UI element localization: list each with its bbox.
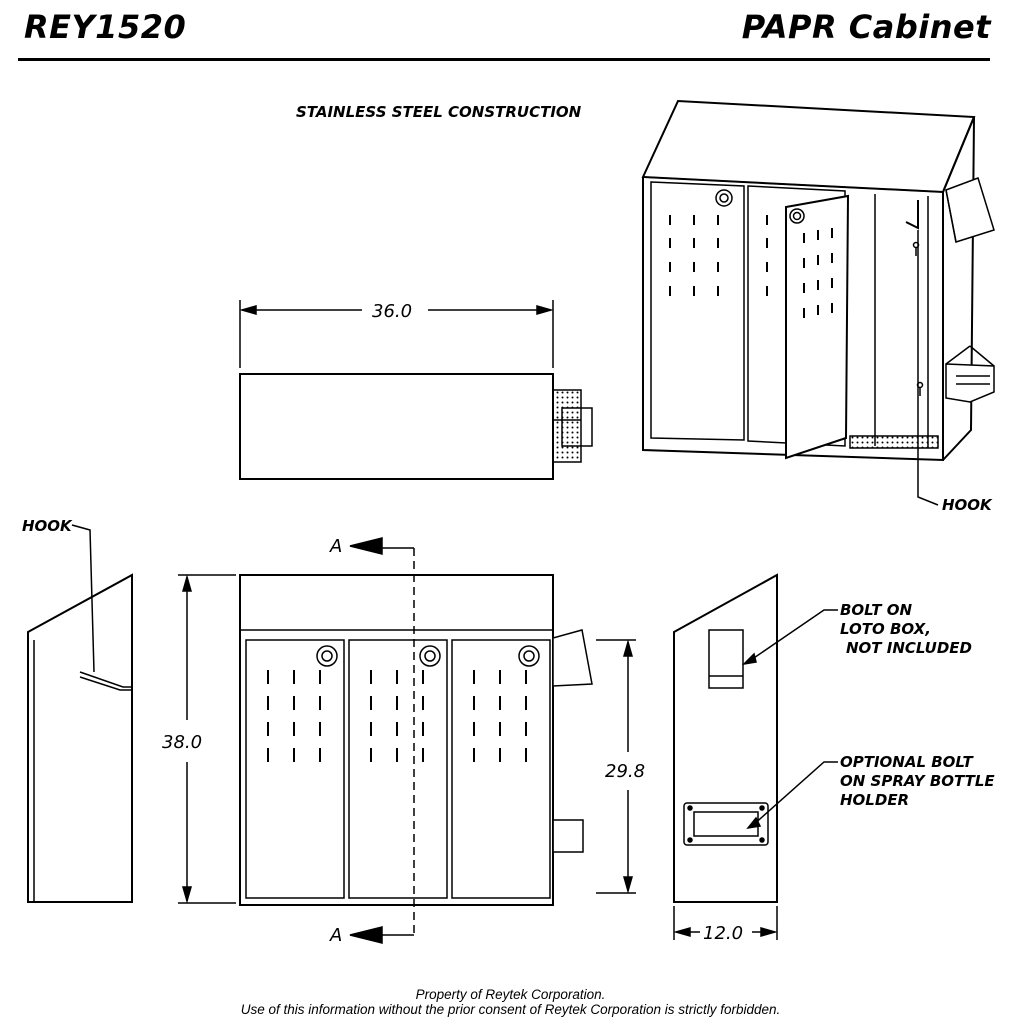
construction-note: STAINLESS STEEL CONSTRUCTION [296,103,582,121]
drawing-title: PAPR Cabinet [741,8,991,46]
footer-line-1: Property of Reytek Corporation. [415,987,606,1002]
hook-label-side: HOOK [22,517,73,535]
depth-dimension: 12.0 [703,923,743,944]
hook-label-iso: HOOK [942,496,993,514]
isometric-view: HOOK [641,99,995,514]
front-view: A A 38.0 29.8 [162,536,645,946]
left-side-view: HOOK [22,517,133,903]
loto-note-line1: BOLT ON [840,601,912,619]
right-side-view: 12.0 BOLT ON LOTO BOX, NOT INCLUDED OPTI… [673,573,995,944]
section-label-bottom: A [329,925,342,946]
spray-note-line2: ON SPRAY BOTTLE [840,772,995,790]
top-view: 36.0 [239,300,593,480]
section-label-top: A [329,536,342,557]
drawing-number: REY1520 [24,8,187,46]
footer-line-2: Use of this information without the prio… [240,1002,781,1017]
spray-note-line3: HOLDER [840,791,909,809]
loto-note-line2: LOTO BOX, [840,620,931,638]
spray-note-line1: OPTIONAL BOLT [840,753,975,771]
width-dimension: 36.0 [372,301,412,322]
header-rule [18,58,990,61]
loto-note-line3: NOT INCLUDED [846,639,972,657]
height-dimension: 38.0 [162,732,202,753]
footer: Property of Reytek Corporation. Use of t… [0,987,1021,1017]
door-height-dimension: 29.8 [605,761,645,782]
